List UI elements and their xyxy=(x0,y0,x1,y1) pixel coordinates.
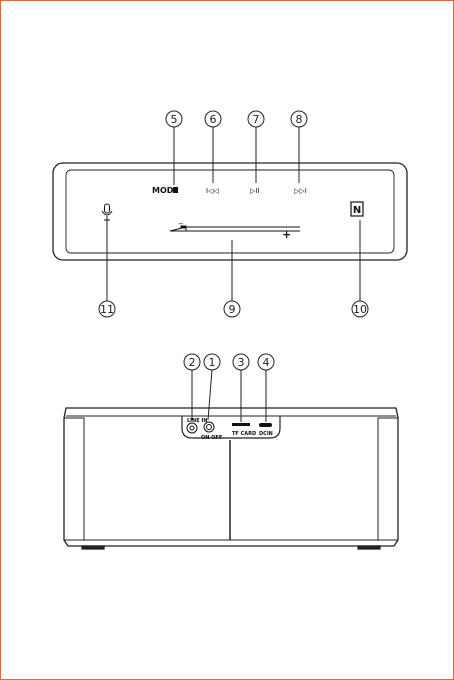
callout-7: 7 xyxy=(248,111,264,183)
play-pause-button[interactable]: ▷II xyxy=(250,187,260,195)
volume-plus-label: + xyxy=(282,228,291,241)
callout-4: 4 xyxy=(258,354,274,422)
callout-8: 8 xyxy=(291,111,307,183)
callout-11: 11 xyxy=(99,220,115,317)
tf-card-label: TF CARD xyxy=(232,431,256,437)
volume-minus-label: − xyxy=(178,220,184,228)
volume-slider[interactable] xyxy=(170,226,300,231)
dc-in-port[interactable] xyxy=(259,423,272,427)
callout-3: 3 xyxy=(233,354,249,422)
callout-6: 6 xyxy=(205,111,221,183)
callout-2: 2 xyxy=(184,354,200,420)
callout-1-label: 1 xyxy=(209,356,216,369)
callout-5: 5 xyxy=(166,111,182,185)
callout-6-label: 6 xyxy=(210,113,217,126)
line-in-label: LINE IN xyxy=(187,418,207,424)
switch-label: ON OFF xyxy=(201,435,222,441)
callout-7-label: 7 xyxy=(253,113,260,126)
line-in-port[interactable] xyxy=(187,423,197,433)
callout-11-label: 11 xyxy=(100,303,114,316)
prev-button[interactable]: I◁◁ xyxy=(206,187,219,195)
callout-3-label: 3 xyxy=(238,356,245,369)
callout-8-label: 8 xyxy=(296,113,303,126)
top-buttons: MODE I◁◁ ▷II ▷▷I − + xyxy=(102,186,363,241)
microphone-icon xyxy=(102,204,112,220)
callout-5-label: 5 xyxy=(171,113,178,126)
next-button[interactable]: ▷▷I xyxy=(294,187,307,195)
mode-stop-icon xyxy=(173,187,178,193)
callout-1: 1 xyxy=(204,354,220,420)
back-callouts: 2 1 3 4 xyxy=(184,354,274,422)
nfc-label: N xyxy=(353,205,361,216)
nfc-icon: N xyxy=(351,202,363,216)
callout-9-label: 9 xyxy=(229,303,236,316)
dc-in-label: DCIN xyxy=(259,431,273,437)
callout-10: 10 xyxy=(352,220,368,317)
callout-10-label: 10 xyxy=(353,303,367,316)
speaker-body-outline xyxy=(64,408,398,546)
back-panel xyxy=(64,408,398,549)
callout-2-label: 2 xyxy=(189,356,196,369)
callout-4-label: 4 xyxy=(263,356,270,369)
top-callouts: 5 6 7 8 11 xyxy=(99,111,368,317)
top-panel-inner xyxy=(66,170,394,253)
callout-9: 9 xyxy=(224,240,240,317)
tf-card-slot[interactable] xyxy=(232,423,250,426)
power-switch[interactable] xyxy=(204,422,214,432)
